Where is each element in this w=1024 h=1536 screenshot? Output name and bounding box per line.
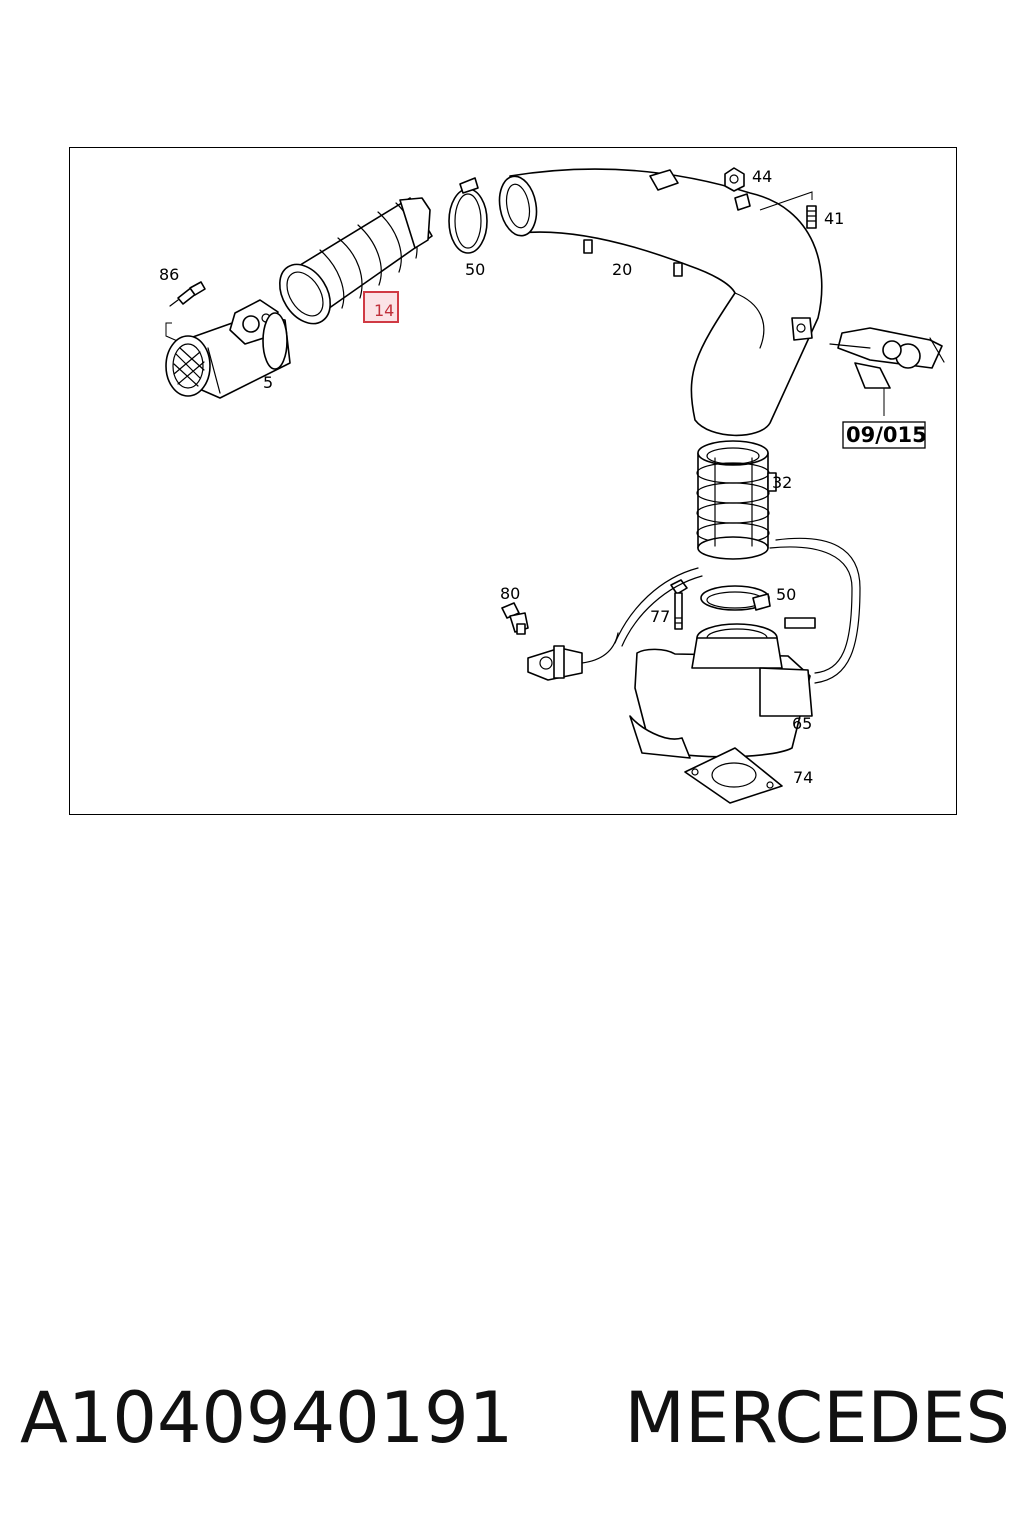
intake-temperature-sensor bbox=[527, 632, 619, 681]
part-86-screw bbox=[169, 281, 206, 307]
callout-74[interactable]: 74 bbox=[793, 768, 813, 787]
highlight-box-part-14[interactable] bbox=[363, 291, 399, 323]
callout-86[interactable]: 86 bbox=[159, 265, 179, 284]
callout-5[interactable]: 5 bbox=[263, 373, 273, 392]
callout-50-upper[interactable]: 50 bbox=[465, 260, 485, 279]
callout-65[interactable]: 65 bbox=[792, 714, 812, 733]
part-50-upper-clamp bbox=[448, 177, 488, 254]
reference-assembly-09-015 bbox=[829, 327, 945, 389]
part-32-ribbed-hose bbox=[696, 440, 777, 560]
part-80-fitting bbox=[501, 602, 529, 635]
part-number: A1040940191 bbox=[20, 1377, 514, 1459]
reference-label[interactable]: 09/015 bbox=[846, 423, 927, 447]
part-41-stud bbox=[806, 205, 817, 229]
callout-32[interactable]: 32 bbox=[772, 473, 792, 492]
part-14-intake-bellows bbox=[278, 197, 433, 325]
callout-14[interactable]: 14 bbox=[374, 301, 394, 320]
part-77-bolt bbox=[670, 579, 688, 630]
part-74-gasket bbox=[684, 747, 783, 804]
callout-80[interactable]: 80 bbox=[500, 584, 520, 603]
callout-41[interactable]: 41 bbox=[824, 209, 844, 228]
reference-label-box bbox=[842, 421, 926, 449]
part-5-air-flow-sensor bbox=[165, 299, 291, 399]
brand-name: MERCEDES bbox=[624, 1377, 1010, 1459]
callout-44[interactable]: 44 bbox=[752, 167, 772, 186]
part-65-intake-housing bbox=[614, 537, 861, 759]
part-44-nut bbox=[724, 167, 745, 192]
callout-20[interactable]: 20 bbox=[612, 260, 632, 279]
parts-diagram: 86 5 14 50 20 44 41 32 50 80 77 65 74 09… bbox=[69, 147, 957, 815]
part-50-lower-clamp bbox=[700, 585, 771, 611]
callout-50-lower[interactable]: 50 bbox=[776, 585, 796, 604]
caption-bar: A1040940191 MERCEDES bbox=[20, 1368, 1010, 1468]
part-20-charge-air-pipe bbox=[498, 168, 823, 437]
callout-77[interactable]: 77 bbox=[650, 607, 670, 626]
